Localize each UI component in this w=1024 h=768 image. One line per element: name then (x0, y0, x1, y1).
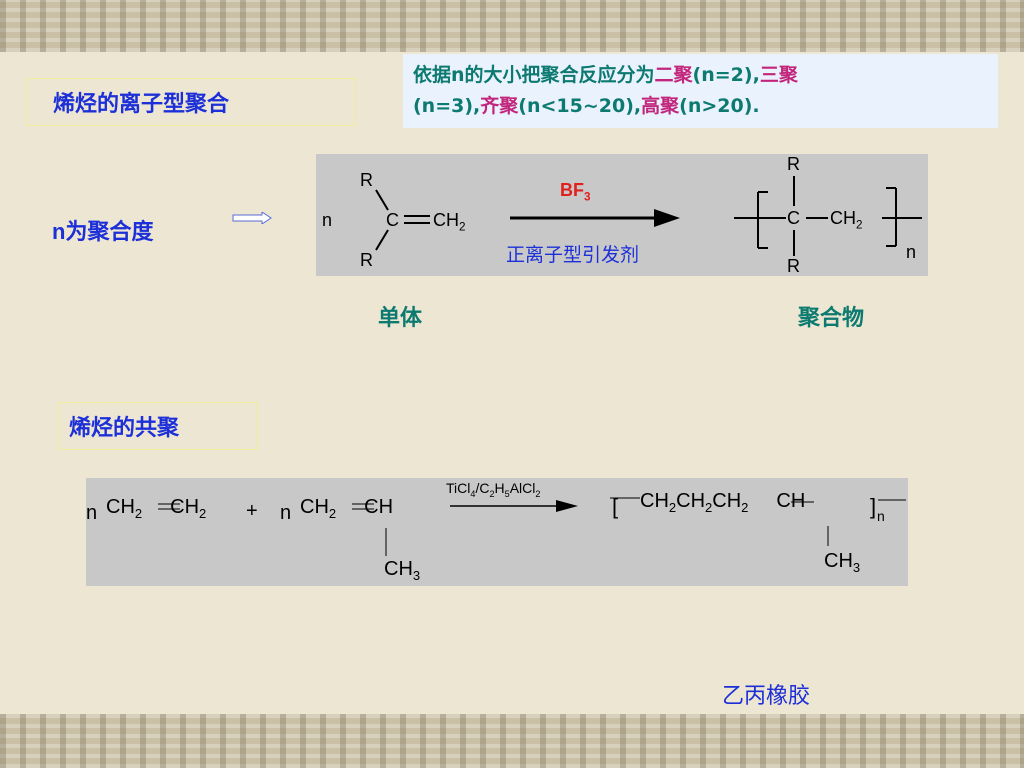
polymer-carbon: C (787, 208, 800, 228)
reaction2-bonds (158, 497, 906, 556)
info-text-1: 依据n的大小把聚合反应分为 (413, 64, 655, 86)
section2-title: 烯烃的共聚 (69, 416, 180, 441)
reaction2-n2: n (280, 502, 292, 524)
decorative-bottom-border (0, 714, 1024, 768)
product-n: n (877, 508, 885, 524)
monomer-carbon: C (386, 210, 399, 230)
info-polymer: 高聚 (641, 95, 680, 117)
product-bracket-right: ] (870, 494, 877, 519)
reaction1-bonds (375, 176, 922, 256)
ziegler-catalyst: TiCl4/C2H5AlCl2 (446, 480, 541, 499)
info-oligomer: 齐聚 (480, 95, 519, 117)
initiator-label: 正离子型引发剂 (506, 244, 640, 266)
section2-title-box: 烯烃的共聚 (58, 402, 258, 450)
degree-note-n: n (52, 219, 66, 244)
hollow-arrow-icon (232, 212, 272, 224)
reaction1-n-left: n (322, 210, 333, 230)
info-trimer: 三聚 (759, 64, 798, 86)
degree-of-polymerization-note: n为聚合度 (52, 214, 153, 246)
product-bracket-left: [ (612, 494, 619, 519)
monomer-r-bottom: R (360, 250, 373, 270)
degree-note-text: 为聚合度 (65, 220, 154, 245)
ethylene-propylene-rubber-label: 乙丙橡胶 (722, 684, 811, 709)
info-text-2: (n=2), (692, 64, 760, 86)
polymer-r-bottom: R (787, 256, 800, 276)
plus-sign: + (246, 500, 258, 522)
monomer-label: 单体 (378, 306, 423, 331)
section1-title: 烯烃的离子型聚合 (53, 92, 230, 117)
info-text-5: (n>20). (679, 95, 760, 117)
info-text-4: (n<15~20), (518, 95, 642, 117)
polymer-label: 聚合物 (798, 306, 865, 331)
decorative-top-border (0, 0, 1024, 52)
monomer-r-top: R (360, 170, 373, 190)
polymerization-classification-note: 依据n的大小把聚合反应分为二聚(n=2),三聚 (n=3),齐聚(n<15~20… (403, 54, 998, 128)
catalyst-bf3: BF3 (560, 180, 591, 204)
polymer-n: n (906, 242, 917, 262)
info-text-3: (n=3), (413, 95, 481, 117)
polymer-ch2: CH2 (830, 208, 863, 232)
polymer-r-top: R (787, 154, 800, 174)
reaction2-n1: n (86, 502, 98, 524)
monomer-ch2: CH2 (433, 210, 466, 234)
section1-title-box: 烯烃的离子型聚合 (26, 78, 356, 126)
propylene-methyl: CH3 (384, 558, 421, 583)
product-methyl: CH3 (824, 550, 861, 575)
info-dimer: 二聚 (654, 64, 693, 86)
reaction1-panel: n R C CH2 R BF3 正离子型引发剂 R C CH2 R n (316, 154, 928, 276)
